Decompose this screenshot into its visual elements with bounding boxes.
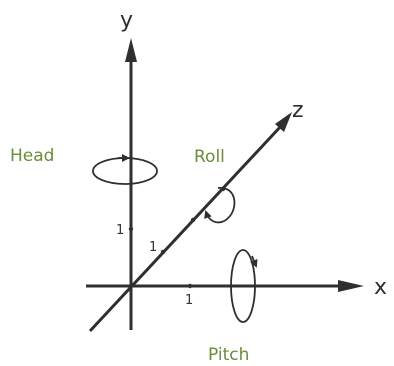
z-tick-mark-1 xyxy=(160,249,166,255)
z-axis xyxy=(88,123,284,333)
y-axis-label: y xyxy=(120,8,133,33)
y-axis-arrowhead xyxy=(125,38,137,62)
x-tick-label: 1 xyxy=(185,293,193,308)
z-axis-arrowhead xyxy=(275,112,292,132)
y-tick-mark xyxy=(128,226,134,232)
x-tick-mark xyxy=(187,283,193,289)
pitch-rotation-arrow-icon xyxy=(250,255,258,268)
roll-label: Roll xyxy=(194,147,225,167)
x-axis-label: x xyxy=(374,275,387,300)
z-axis-label: z xyxy=(292,98,304,123)
roll-rotation-arc xyxy=(204,187,236,224)
y-tick-label: 1 xyxy=(116,223,124,238)
x-axis-arrowhead xyxy=(338,280,364,292)
pitch-rotation-ellipse xyxy=(230,249,256,323)
pitch-label: Pitch xyxy=(208,345,249,365)
head-label: Head xyxy=(10,146,54,166)
z-tick-mark-2 xyxy=(190,217,196,223)
z-tick-label: 1 xyxy=(149,240,157,255)
head-rotation-ellipse xyxy=(92,157,158,185)
